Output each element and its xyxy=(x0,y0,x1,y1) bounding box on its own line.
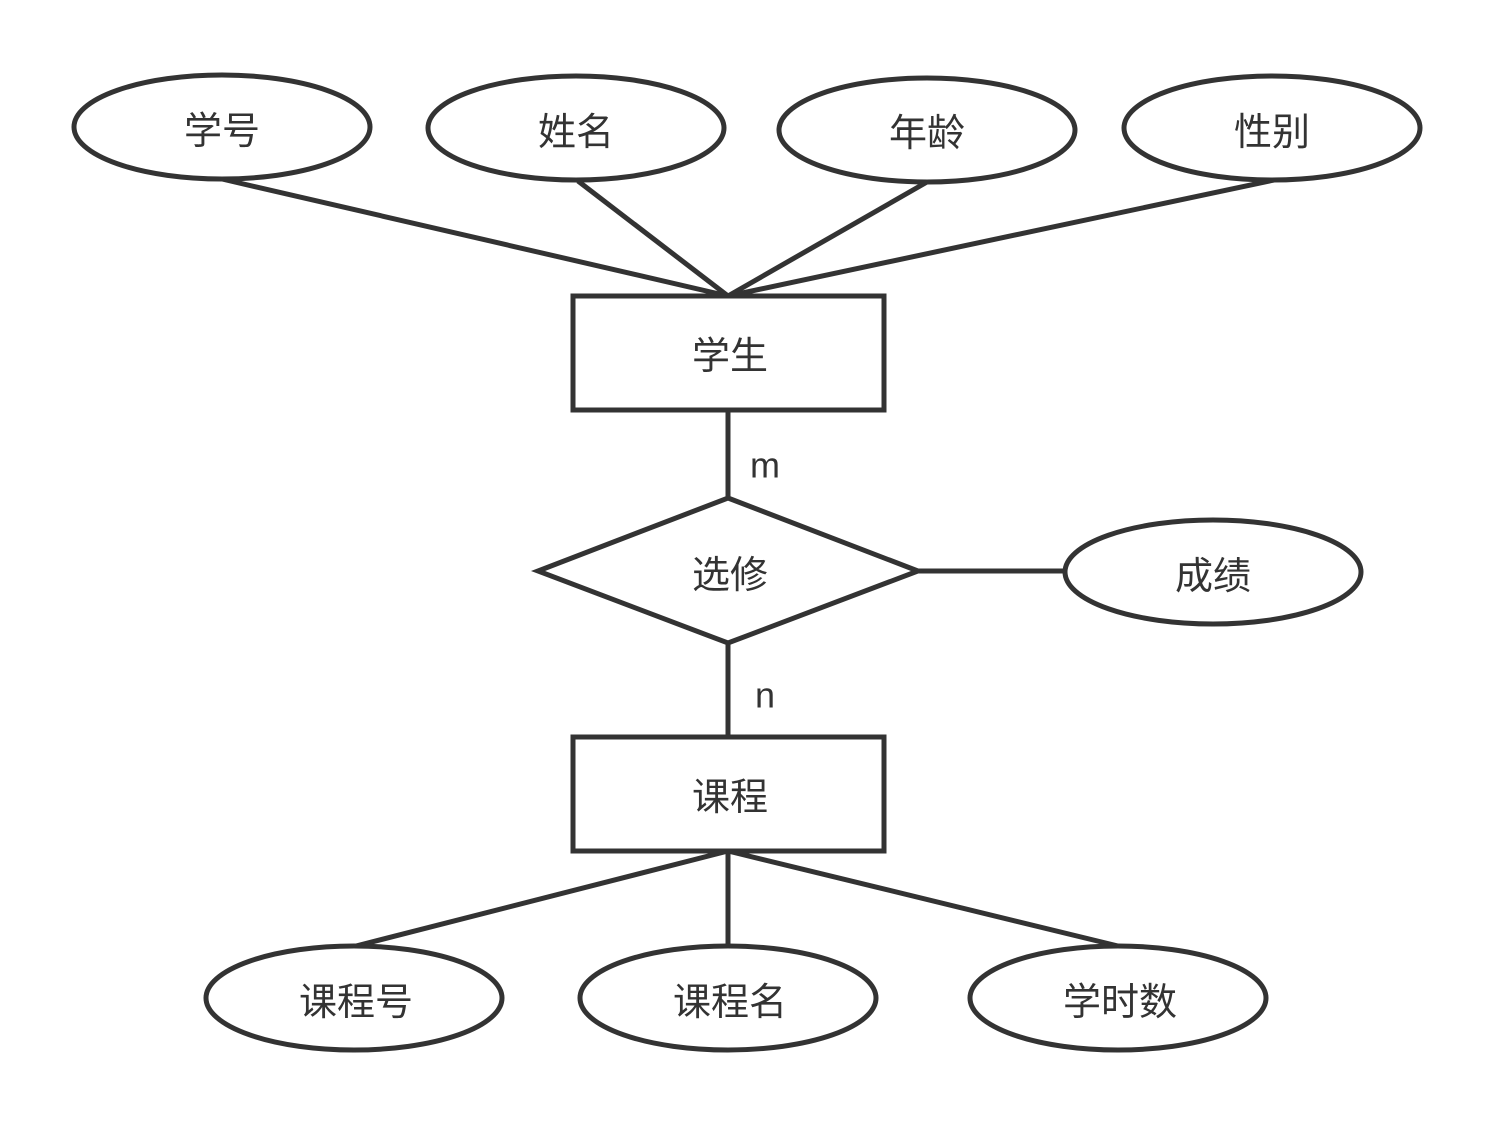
attribute-xingbie: 性别 xyxy=(1121,73,1423,183)
edge-nianling-student xyxy=(726,179,929,299)
attribute-chengji-label: 成绩 xyxy=(1175,554,1251,598)
attribute-xingming: 姓名 xyxy=(425,73,727,183)
cardinality-n: n xyxy=(755,675,775,716)
attribute-nianling: 年龄 xyxy=(776,75,1078,185)
attribute-kechenghao: 课程号 xyxy=(203,943,505,1053)
attribute-xueshishu: 学时数 xyxy=(967,943,1269,1053)
student-attributes: 学号 姓名 年龄 性别 xyxy=(71,72,1423,185)
relationship-xuanxiu: 选修 xyxy=(530,495,926,646)
edge-xingming-student xyxy=(576,179,730,298)
edge-xingbie-student xyxy=(727,177,1275,299)
entity-student-label: 学生 xyxy=(692,334,768,378)
entity-student: 学生 xyxy=(570,293,887,413)
entity-course-label: 课程 xyxy=(692,775,768,819)
relationship-label: 选修 xyxy=(692,553,768,597)
course-attributes: 课程号 课程名 学时数 xyxy=(203,943,1269,1053)
attribute-xingbie-label: 性别 xyxy=(1234,110,1310,154)
attribute-xueshishu-label: 学时数 xyxy=(1063,980,1177,1024)
attribute-kechengming: 课程名 xyxy=(577,943,879,1053)
attribute-xuehao-label: 学号 xyxy=(184,109,260,153)
cardinality-m: m xyxy=(750,445,780,486)
edge-course-kechenghao xyxy=(355,848,729,949)
entity-course: 课程 xyxy=(570,734,887,854)
attribute-chengji: 成绩 xyxy=(1062,517,1364,627)
edge-xuehao-student xyxy=(221,176,729,299)
attribute-xuehao: 学号 xyxy=(71,72,373,182)
attribute-xingming-label: 姓名 xyxy=(538,110,614,154)
attribute-nianling-label: 年龄 xyxy=(889,111,965,155)
connectors xyxy=(221,176,1275,949)
attribute-kechenghao-label: 课程号 xyxy=(299,980,413,1024)
edge-course-xueshishu xyxy=(727,848,1119,949)
attribute-kechengming-label: 课程名 xyxy=(673,980,787,1024)
